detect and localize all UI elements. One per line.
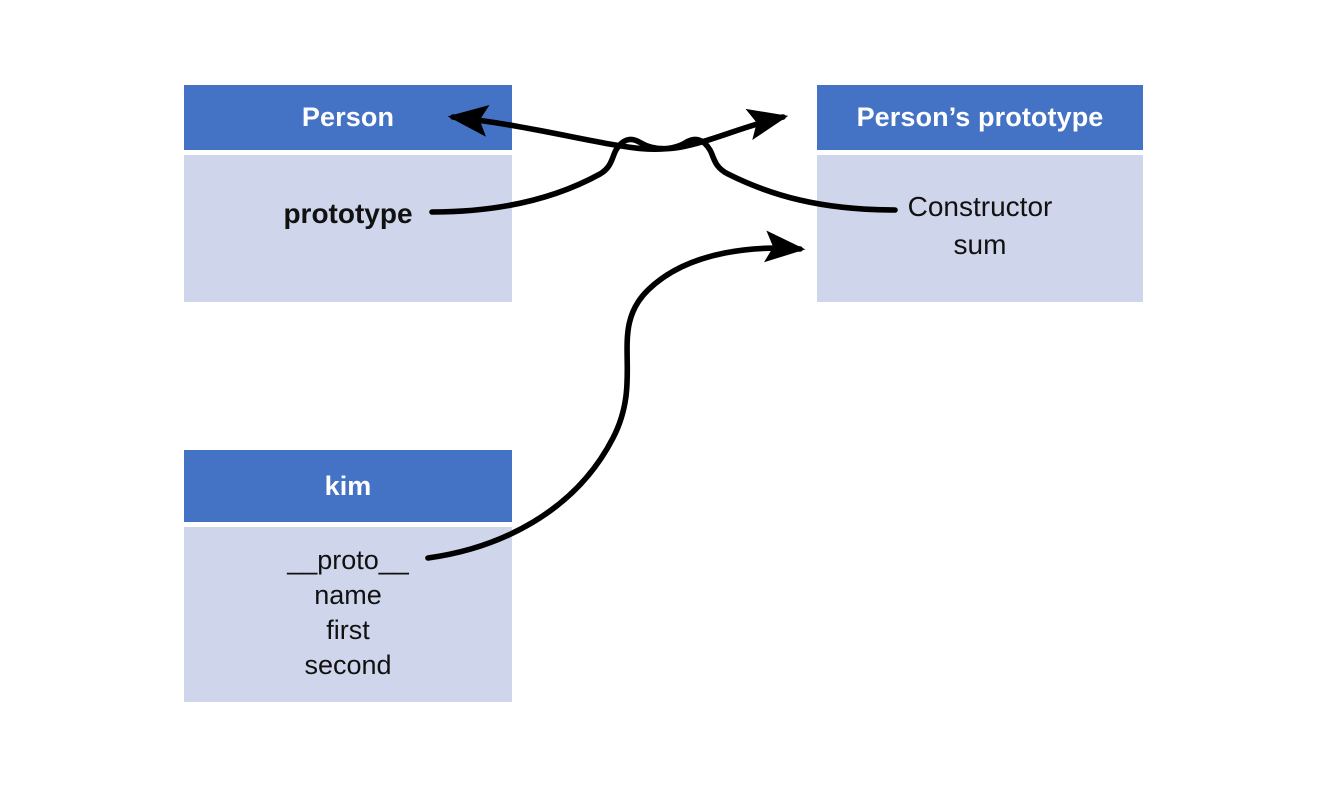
property-constructor: Constructor	[907, 191, 1053, 222]
object-box-person-prototype[interactable]: Person’s prototype Constructor sum	[817, 85, 1143, 302]
box-title-kim: kim	[324, 470, 372, 501]
box-header-kim: kim	[184, 450, 512, 522]
property-second: second	[304, 650, 392, 680]
box-header-person-prototype: Person’s prototype	[817, 85, 1143, 150]
box-body-kim: __proto__ name first second	[184, 527, 512, 702]
box-title-person-prototype: Person’s prototype	[856, 102, 1104, 132]
property-prototype: prototype	[283, 198, 413, 229]
box-body-person-prototype: Constructor sum	[817, 155, 1143, 302]
property-dunder-proto: __proto__	[287, 545, 409, 575]
property-list-kim: __proto__ name first second	[287, 543, 409, 683]
property-list-person-prototype: Constructor sum	[908, 188, 1053, 264]
object-box-kim[interactable]: kim __proto__ name first second	[184, 450, 512, 702]
box-body-person: prototype	[184, 155, 512, 302]
property-first: first	[326, 615, 370, 645]
property-sum: sum	[953, 229, 1007, 260]
box-title-person: Person	[301, 102, 395, 132]
object-box-person[interactable]: Person prototype	[184, 85, 512, 302]
property-name: name	[314, 580, 382, 610]
box-header-person: Person	[184, 85, 512, 150]
